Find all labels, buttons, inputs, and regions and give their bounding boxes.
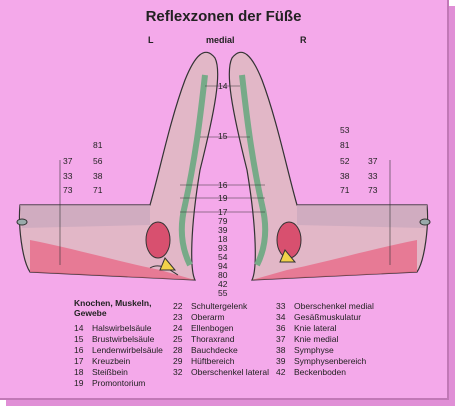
zone-label: 54 <box>218 252 228 262</box>
zone-label: 81 <box>340 140 350 150</box>
zone-label: 71 <box>93 185 103 195</box>
left-foot <box>16 51 219 281</box>
right-foot <box>228 51 431 281</box>
zone-label: 19 <box>218 193 228 203</box>
zone-label: 38 <box>340 171 350 181</box>
diagram-card: Reflexzonen der Füße L medial R <box>0 0 449 400</box>
medial-label: medial <box>206 35 235 45</box>
zone-label: 52 <box>340 156 350 166</box>
zone-label: 39 <box>218 225 228 235</box>
left-foot-label: L <box>148 35 154 45</box>
feet-illustration <box>16 51 431 281</box>
zone-label: 33 <box>63 171 73 181</box>
zone-label: 33 <box>368 171 378 181</box>
zone-label: 17 <box>218 207 228 217</box>
zone-label: 73 <box>63 185 73 195</box>
zone-label: 80 <box>218 270 228 280</box>
left-spine <box>178 74 208 267</box>
zone-label: 53 <box>340 125 350 135</box>
legend-heading: Knochen, Muskeln, Gewebe <box>74 298 152 318</box>
zone-label: 42 <box>218 279 228 289</box>
zone-label: 18 <box>218 234 228 244</box>
zone-label: 71 <box>340 185 350 195</box>
zone-label: 37 <box>368 156 378 166</box>
zone-label: 16 <box>218 180 228 190</box>
zone-label: 94 <box>218 261 228 271</box>
zone-label: 14 <box>218 81 228 91</box>
zone-label: 37 <box>63 156 73 166</box>
zone-label: 73 <box>368 185 378 195</box>
zone-label: 93 <box>218 243 228 253</box>
leader-lines <box>59 85 391 265</box>
zone-label: 55 <box>218 288 228 298</box>
zone-label: 56 <box>93 156 103 166</box>
diagram-title: Reflexzonen der Füße <box>145 8 302 25</box>
zone-label: 15 <box>218 131 228 141</box>
right-foot-label: R <box>300 35 307 45</box>
zone-label: 79 <box>218 216 228 226</box>
zone-label: 81 <box>93 140 103 150</box>
right-spine <box>239 74 269 267</box>
zone-label: 38 <box>93 171 103 181</box>
